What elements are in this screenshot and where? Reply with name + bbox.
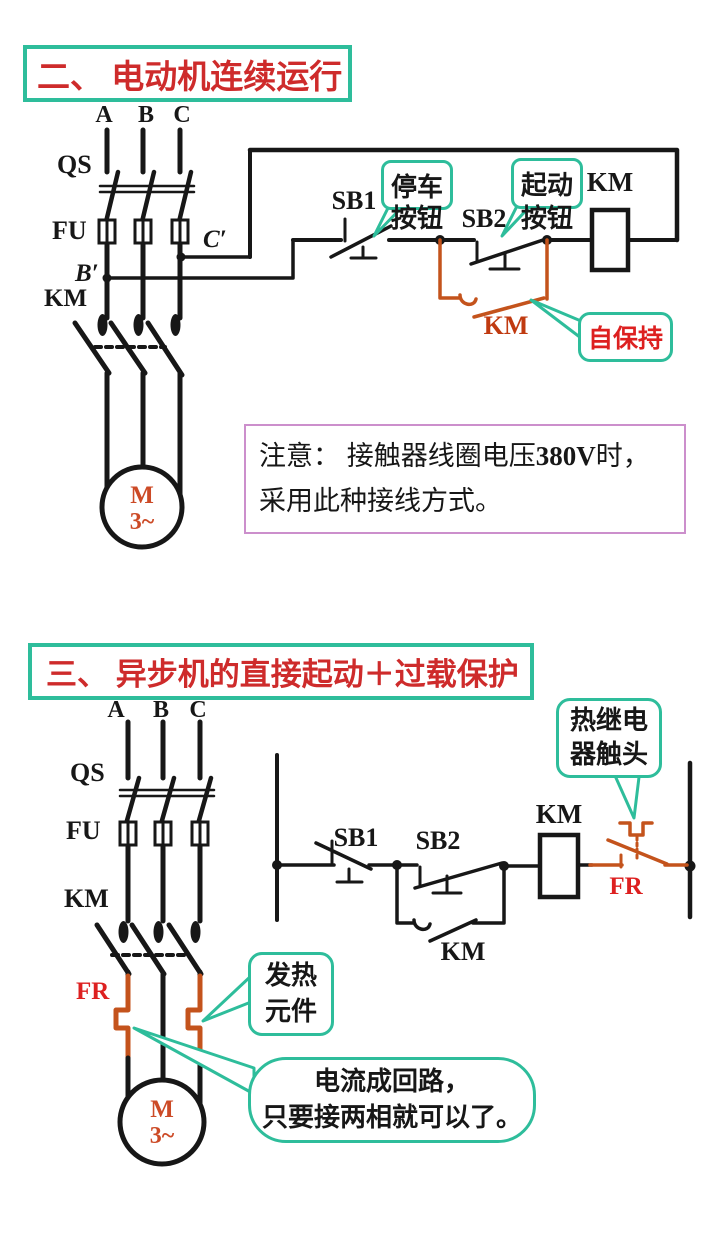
sb2-start-button-symbol-2: [392, 860, 509, 895]
sb2-label-1: SB2: [461, 204, 507, 233]
phase-label-c-2: C: [189, 697, 207, 723]
qs-label-1: QS: [57, 150, 92, 179]
section1-title-box: 二、 电动机连续运行: [23, 45, 352, 102]
thermal-relay-contact-callout: 热继电 器触头: [556, 698, 662, 778]
fuse-symbols-2: [118, 816, 210, 924]
km-aux-label-1: KM: [483, 311, 529, 340]
start-callout-line1: 起动: [520, 171, 573, 200]
note-bold-380v: 380V: [535, 441, 596, 471]
start-button-callout: 起动: [511, 158, 583, 209]
section1-title: 二、 电动机连续运行: [37, 59, 343, 96]
sb2-start-button-symbol-1: [435, 235, 594, 271]
section2-title: 三、 异步机的直接起动＋过载保护: [46, 657, 519, 692]
km-coil-symbol-2: [502, 832, 594, 900]
qs-switch-symbol-1: [98, 127, 196, 229]
km-coil-label-2: KM: [535, 799, 583, 829]
thermal-callout-line2: 器触头: [569, 740, 648, 769]
note-part2: 时，: [595, 441, 650, 471]
motor-3ph-label-2: 3~: [149, 1123, 175, 1149]
km-main-contacts-2: [94, 921, 204, 977]
fr-contact-label: FR: [609, 873, 643, 900]
km-main-label-1: KM: [44, 285, 88, 312]
phase-label-a-2: A: [107, 697, 125, 723]
motor-3ph-label-1: 3~: [129, 509, 155, 535]
thermal-callout-line1: 热继电: [569, 706, 648, 735]
motor-symbol-1: [99, 370, 185, 550]
start-callout-line2: 按钮: [520, 204, 574, 233]
sb1-label-2: SB1: [333, 823, 379, 852]
current-loop-callout: 电流成回路， 只要接两相就可以了。: [248, 1057, 536, 1143]
section2-title-box: 三、 异步机的直接起动＋过载保护: [28, 643, 534, 700]
fu-label-1: FU: [52, 216, 87, 245]
self-hold-callout: 自保持: [578, 312, 673, 362]
stop-callout-line2: 按钮: [390, 204, 444, 233]
sb2-label-2: SB2: [415, 826, 461, 855]
loop-callout-line2: 只要接两相就可以了。: [261, 1103, 522, 1132]
phase-label-c-1: C: [173, 102, 191, 128]
fu-label-2: FU: [66, 816, 101, 845]
control-wiring-2: [272, 753, 696, 922]
sb1-label-1: SB1: [331, 186, 377, 215]
km-aux-label-2: KM: [440, 937, 486, 966]
km-aux-self-hold-contact-1: [438, 238, 549, 319]
heater-element-callout: 发热 元件: [248, 952, 334, 1036]
km-main-label-2: KM: [64, 884, 109, 913]
km-coil-label-1: KM: [586, 167, 634, 197]
km-aux-self-hold-contact-2: [395, 863, 506, 943]
km-coil-symbol-1: [589, 207, 631, 273]
voltage-note-box: 注意： 接触器线圈电压380V时， 采用此种接线方式。: [244, 424, 686, 534]
note-line2: 采用此种接线方式。: [259, 486, 502, 516]
phase-label-b-1: B: [137, 102, 155, 128]
stop-callout-line1: 停车: [390, 172, 443, 202]
c-prime-label: C′: [203, 226, 227, 253]
qs-label-2: QS: [70, 758, 105, 787]
b-prime-label: B′: [75, 260, 99, 287]
fr-thermal-contact-symbol: [588, 821, 689, 869]
self-hold-text: 自保持: [587, 326, 663, 353]
control-wiring-1: [102, 147, 680, 283]
heater-callout-line2: 元件: [264, 997, 317, 1026]
note-line1: 注意： 接触器线圈电压380V时，: [259, 434, 684, 479]
motor-m-label-1: M: [130, 482, 154, 509]
stop-button-callout: 停车: [381, 160, 453, 210]
note-part1: 注意： 接触器线圈电压: [259, 441, 536, 471]
fuse-symbols-1: [97, 214, 190, 321]
fr-label: FR: [76, 978, 110, 1005]
loop-callout-line1: 电流成回路，: [313, 1067, 470, 1096]
qs-switch-symbol-2: [118, 719, 216, 827]
sb1-stop-button-symbol-1: [329, 217, 442, 260]
phase-label-b-2: B: [152, 697, 170, 723]
phase-label-a-1: A: [95, 102, 113, 128]
heater-callout-line1: 发热: [264, 961, 317, 990]
km-main-contacts-1: [72, 314, 185, 378]
motor-m-label-2: M: [150, 1096, 174, 1123]
motor-symbol-2: [117, 1077, 207, 1167]
fr-heater-elements: [113, 969, 203, 1108]
